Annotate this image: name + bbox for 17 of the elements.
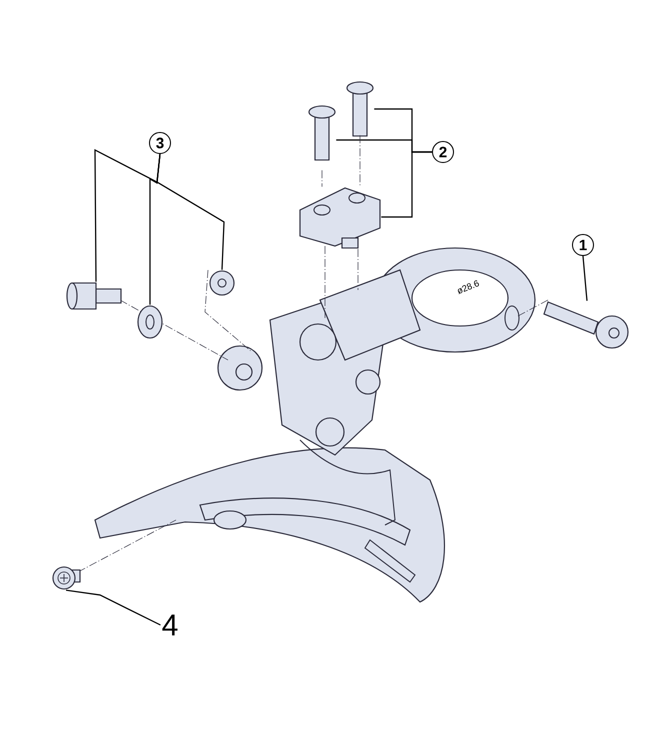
screw xyxy=(52,566,81,590)
washer xyxy=(137,305,163,339)
dimension-label: ø28.6 xyxy=(458,280,479,294)
clamp-block xyxy=(299,187,381,249)
callout-number: 1 xyxy=(572,234,594,256)
bolt xyxy=(66,282,122,310)
leader-line xyxy=(582,256,588,301)
leader-line xyxy=(66,590,161,626)
callout-number: 3 xyxy=(149,132,171,154)
leader-line xyxy=(381,151,432,218)
bolt xyxy=(543,301,629,349)
callout-number: 4 xyxy=(162,614,178,636)
screw xyxy=(308,105,336,161)
screw xyxy=(346,81,374,137)
nut xyxy=(209,270,235,296)
leader-line xyxy=(156,154,225,270)
callout-number: 2 xyxy=(432,141,454,163)
